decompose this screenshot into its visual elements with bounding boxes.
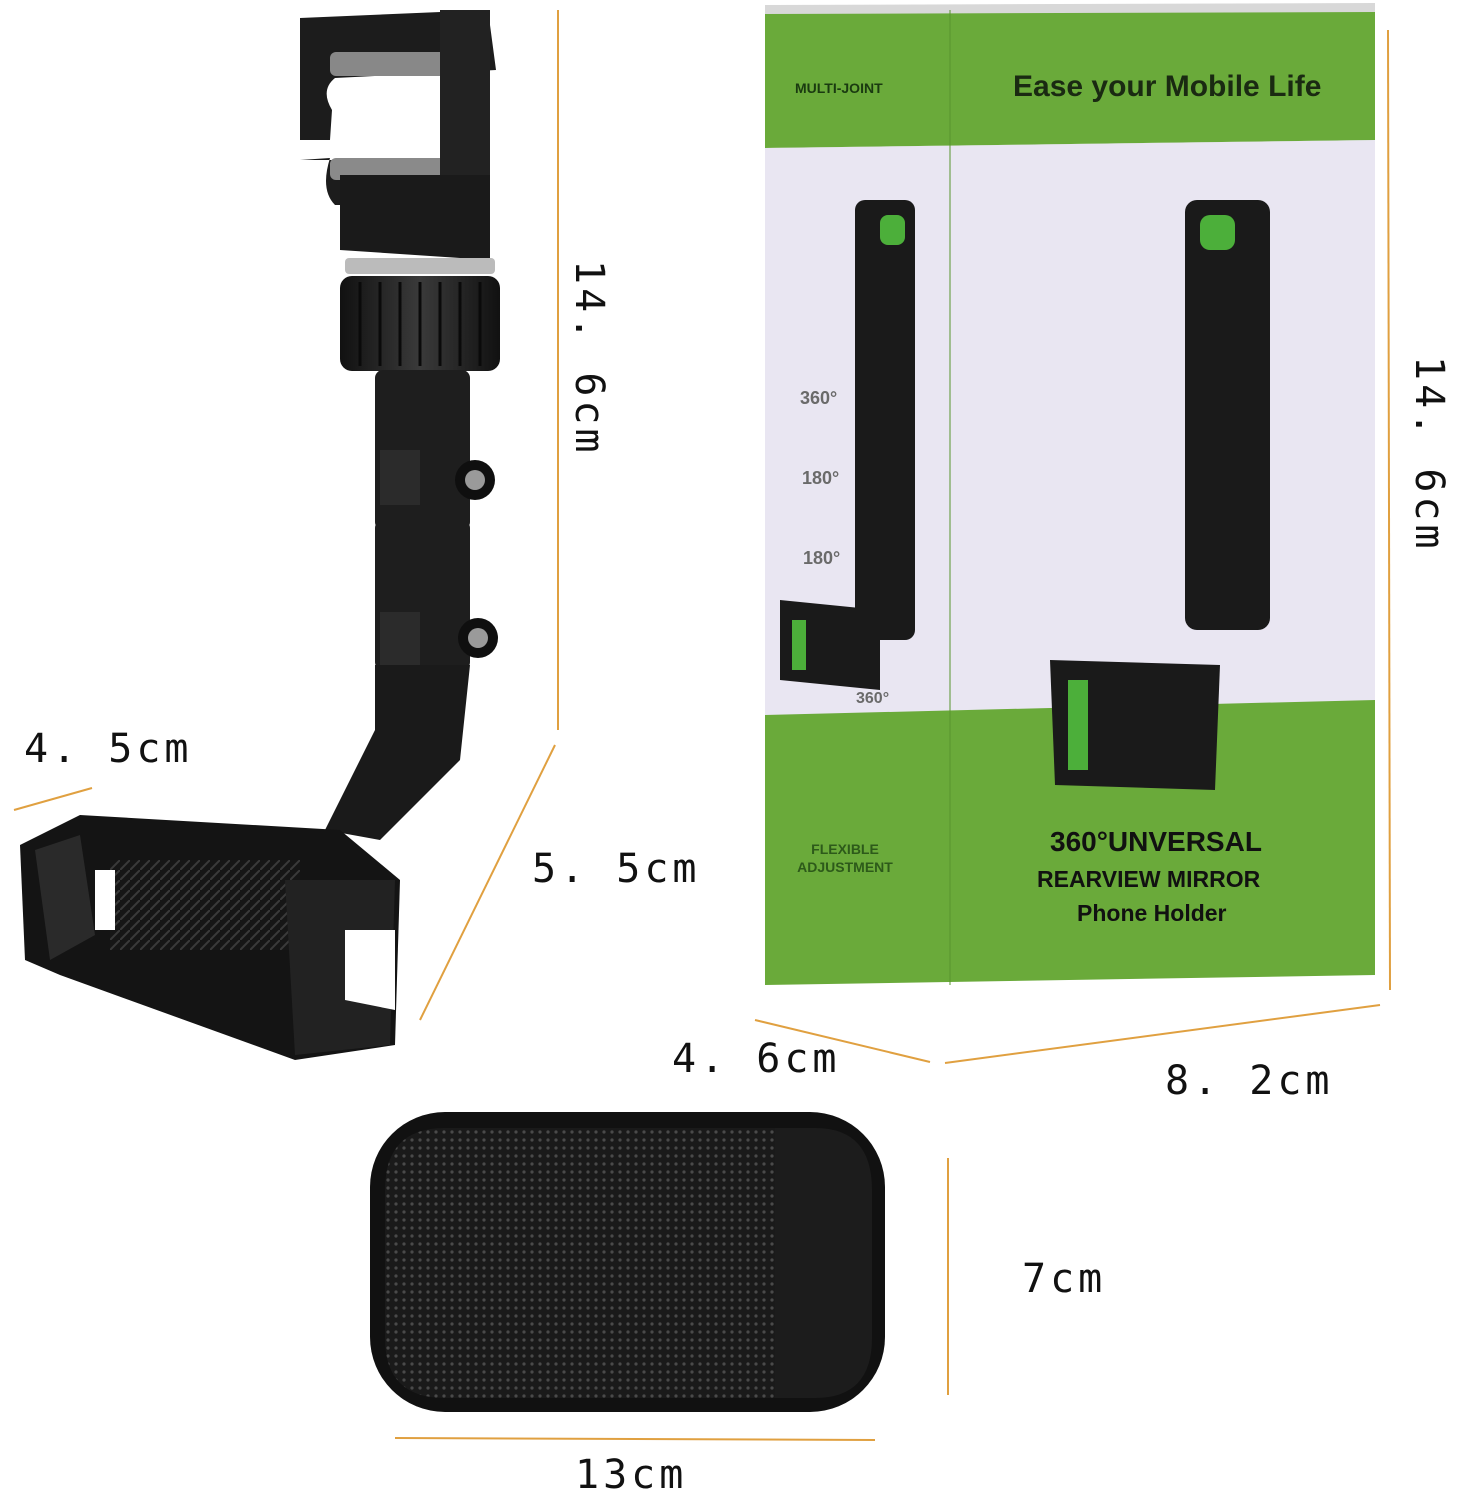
phone-holder: [20, 10, 500, 1060]
dimension-holder-arm: 5. 5cm: [532, 846, 701, 892]
product-box: [765, 3, 1375, 985]
box-angle-1: 360°: [800, 388, 838, 408]
box-guide-lines: [754, 29, 1391, 1064]
dimension-box-height: 14. 6cm: [1406, 356, 1452, 553]
box-angle-3: 180°: [803, 548, 841, 568]
dimension-holder-width: 4. 5cm: [24, 726, 193, 772]
dimension-pad-width: 13cm: [575, 1452, 688, 1498]
box-badge-multi-joint: MULTI-JOINT: [795, 80, 883, 96]
anti-slip-pad: [370, 1112, 885, 1412]
box-title-line3: Phone Holder: [1077, 900, 1227, 926]
box-side-text: FLEXIBLE ADJUSTMENT: [797, 841, 893, 875]
dimension-holder-height: 14. 6cm: [566, 260, 612, 457]
dimension-pad-height: 7cm: [1022, 1256, 1107, 1302]
box-angle-4: 360°: [856, 690, 890, 707]
dimension-box-depth: 4. 6cm: [672, 1036, 841, 1082]
box-title-line2: REARVIEW MIRROR: [1037, 866, 1261, 892]
holder-guide-lines: [13, 10, 559, 1021]
box-slogan: Ease your Mobile Life: [1013, 70, 1322, 103]
pad-guide-lines: [394, 1158, 949, 1441]
dimension-box-width: 8. 2cm: [1165, 1058, 1334, 1104]
box-angle-2: 180°: [802, 468, 840, 488]
box-title-line1: 360°UNVERSAL: [1050, 826, 1262, 857]
